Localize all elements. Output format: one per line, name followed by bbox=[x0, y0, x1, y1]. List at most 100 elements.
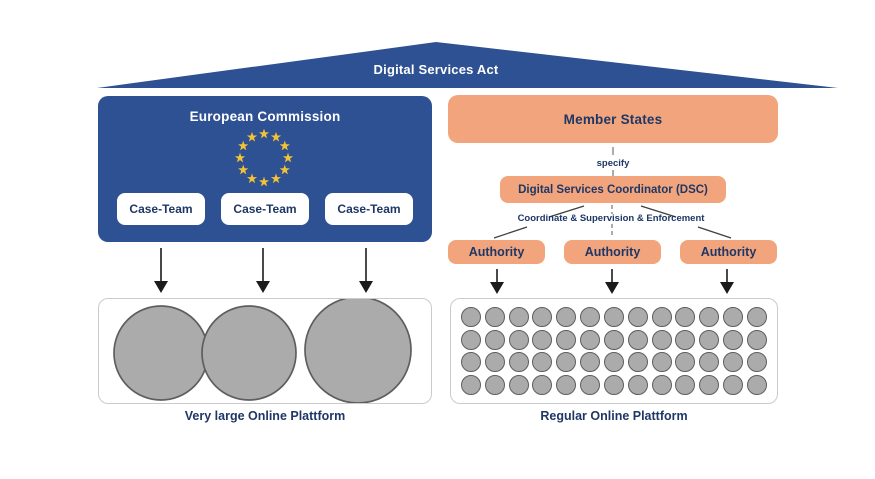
platform-circle bbox=[484, 329, 505, 350]
platform-circle bbox=[484, 374, 505, 395]
platform-circle bbox=[508, 307, 529, 327]
eu-star-icon bbox=[246, 131, 258, 142]
platform-circle bbox=[556, 352, 577, 373]
platform-circle bbox=[723, 307, 744, 327]
eu-star-icon bbox=[246, 173, 258, 184]
platform-circle bbox=[580, 307, 601, 327]
eu-star-icon bbox=[279, 164, 290, 175]
eu-star-icon bbox=[238, 164, 249, 175]
platform-circle bbox=[627, 374, 648, 395]
platform-circle bbox=[603, 329, 624, 350]
eu-star-icon bbox=[258, 176, 270, 187]
platform-circle bbox=[746, 374, 767, 395]
arrow-down-icon bbox=[359, 281, 373, 293]
platform-circle bbox=[723, 352, 744, 373]
platform-circle bbox=[723, 374, 744, 395]
very-large-platform-label: Very large Online Plattform bbox=[184, 409, 346, 423]
authority-box: Authority bbox=[564, 240, 661, 264]
platform-circle bbox=[699, 352, 720, 373]
platform-circle bbox=[675, 374, 696, 395]
platform-circle bbox=[201, 305, 297, 401]
platform-circle-row bbox=[461, 352, 767, 373]
platform-circle-row bbox=[461, 329, 767, 350]
platform-circle bbox=[113, 305, 209, 401]
platform-circle bbox=[746, 329, 767, 350]
platform-circle bbox=[627, 307, 648, 327]
dsc-box: Digital Services Coordinator (DSC) bbox=[500, 176, 726, 203]
platform-circle bbox=[461, 374, 481, 395]
platform-circle-row bbox=[461, 307, 767, 327]
arrow-down-icon bbox=[720, 282, 734, 294]
platform-circle bbox=[556, 329, 577, 350]
arrow-down-icon bbox=[605, 282, 619, 294]
coordination-label: Coordinate & Supervision & Enforcement bbox=[517, 213, 705, 224]
platform-circle bbox=[556, 307, 577, 327]
platform-circle bbox=[746, 352, 767, 373]
platform-circle bbox=[675, 352, 696, 373]
platform-circle bbox=[603, 374, 624, 395]
platform-circle bbox=[532, 374, 553, 395]
platform-circle-row bbox=[461, 374, 767, 395]
platform-circle bbox=[627, 352, 648, 373]
member-states-label: Member States bbox=[563, 111, 663, 127]
platform-circle bbox=[461, 307, 481, 327]
member-states-box: Member States bbox=[448, 95, 778, 143]
platform-circle bbox=[651, 352, 672, 373]
platform-circle bbox=[532, 307, 553, 327]
platform-circle bbox=[699, 374, 720, 395]
platform-circle bbox=[484, 352, 505, 373]
dsc-label: Digital Services Coordinator (DSC) bbox=[518, 183, 708, 196]
platform-circle bbox=[603, 307, 624, 327]
case-team-arrows bbox=[154, 248, 373, 293]
platform-circle bbox=[461, 352, 481, 373]
case-team-box: Case-Team bbox=[325, 193, 413, 225]
regular-platform-label: Regular Online Plattform bbox=[540, 409, 688, 423]
platform-circle bbox=[580, 352, 601, 373]
diagram-title: Digital Services Act bbox=[373, 62, 499, 77]
regular-platform-box bbox=[450, 298, 778, 404]
case-team-box: Case-Team bbox=[117, 193, 205, 225]
platform-circle bbox=[746, 307, 767, 327]
platform-circle bbox=[556, 374, 577, 395]
eu-star-icon bbox=[282, 152, 294, 163]
case-team-row: Case-Team Case-Team Case-Team bbox=[98, 193, 432, 225]
platform-circle bbox=[508, 329, 529, 350]
authority-arrows bbox=[490, 269, 734, 294]
eu-star-icon bbox=[238, 140, 249, 151]
arrow-down-icon bbox=[154, 281, 168, 293]
regular-platform-circle-grid bbox=[451, 299, 777, 403]
european-commission-title: European Commission bbox=[189, 109, 341, 124]
authority-box: Authority bbox=[680, 240, 777, 264]
eu-stars-icon bbox=[234, 128, 294, 187]
arrow-down-icon bbox=[256, 281, 270, 293]
platform-circle bbox=[532, 329, 553, 350]
eu-star-icon bbox=[270, 131, 282, 142]
platform-circle bbox=[627, 329, 648, 350]
authority-row: Authority Authority Authority bbox=[448, 240, 777, 264]
platform-circle bbox=[508, 352, 529, 373]
platform-circle bbox=[508, 374, 529, 395]
platform-circle bbox=[532, 352, 553, 373]
platform-circle bbox=[723, 329, 744, 350]
large-platform-circles bbox=[113, 299, 412, 403]
platform-circle bbox=[651, 307, 672, 327]
platform-circle bbox=[651, 329, 672, 350]
eu-star-icon bbox=[258, 128, 270, 139]
platform-circle bbox=[651, 374, 672, 395]
platform-circle bbox=[699, 329, 720, 350]
case-team-box: Case-Team bbox=[221, 193, 309, 225]
platform-circle bbox=[304, 299, 412, 403]
platform-circle bbox=[484, 307, 505, 327]
platform-circle bbox=[603, 352, 624, 373]
platform-circle bbox=[675, 329, 696, 350]
arrow-down-icon bbox=[490, 282, 504, 294]
authority-box: Authority bbox=[448, 240, 545, 264]
platform-circle bbox=[461, 329, 481, 350]
platform-circle bbox=[580, 329, 601, 350]
platform-circle bbox=[580, 374, 601, 395]
platform-circle bbox=[699, 307, 720, 327]
specify-label: specify bbox=[596, 158, 630, 169]
platform-circle bbox=[675, 307, 696, 327]
